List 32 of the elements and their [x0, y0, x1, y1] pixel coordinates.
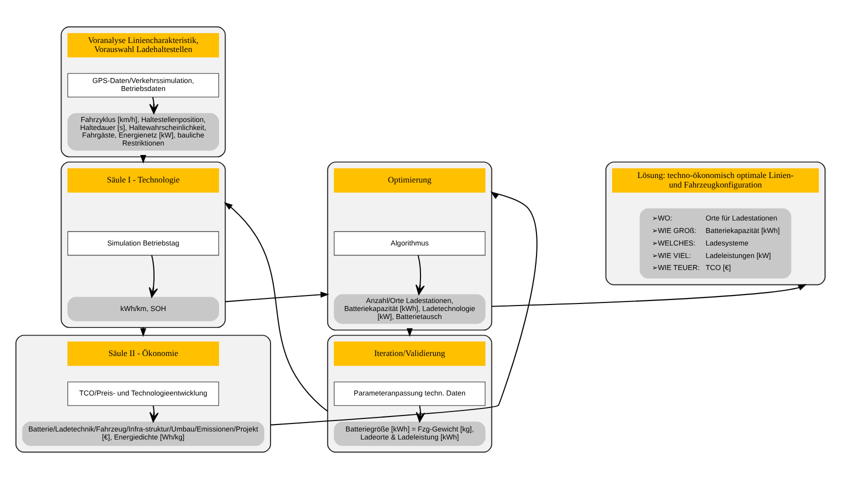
node-box: Optimierung	[334, 168, 486, 192]
cluster	[60, 161, 226, 328]
cluster	[60, 26, 226, 157]
node-box: Simulation Betriebstag	[67, 230, 220, 256]
node-box: Batterie/Ladetechnik/Fahrzeug/Infra-struktur/Umbau/Emissionen/Projekt [€], Energiedichte [Wh/kg]	[22, 421, 264, 446]
cluster	[327, 334, 492, 452]
node-box: GPS-Daten/Verkehrssimulation, Betriebsdaten	[67, 72, 220, 97]
node-box: Fahrzyklus [km/h], Haltestellenposition, Haltedauer [s], Haltewahrscheinlichkeit, Fahrgäste, Energienetz [kW], bauliche Restriktionen	[67, 112, 220, 150]
cluster	[15, 334, 272, 452]
arrow	[149, 404, 159, 422]
cluster	[327, 161, 492, 330]
node-box: ➢WO: Orte für Ladestationen ➢WIE GROß: Batteriekapazität [kWh] ➢WELCHES: Ladesysteme ➢WIE VIEL: Ladeleistungen [kW] ➢WIE TEUER: TCO [€]	[640, 208, 792, 278]
arrow	[148, 254, 158, 298]
arrow	[270, 190, 538, 425]
arrow	[149, 96, 159, 114]
node-box: Algorithmus	[334, 230, 486, 256]
node-box: Batteriegröße [kWh] = Fzg-Gewicht [kg], Ladeorte & Ladeleistung [kWh]	[334, 421, 486, 446]
cluster	[605, 161, 826, 285]
node-box: Voranalyse Liniencharakteristik, Vorauswahl Ladehaltestellen	[67, 32, 220, 57]
arrow	[492, 284, 807, 306]
node-box: Säule I - Technologie	[67, 168, 220, 192]
node-box: Iteration/Validierung	[334, 341, 486, 366]
arrow	[225, 291, 330, 302]
node-box: kWh/km, SOH	[67, 296, 220, 321]
node-box: TCO/Preis- und Technologieentwicklung	[67, 381, 220, 406]
node-box: Lösung: techno-ökonomisch optimale Linien- und Fahrzeugkonfiguration	[612, 168, 819, 192]
arrow	[415, 254, 425, 294]
node-box: Parameteranpassung techn. Daten	[334, 381, 486, 406]
node-box: Anzahl/Orte Ladestationen, Batteriekapazität [kWh], Ladetechnologie [kW], Batterietausch	[334, 294, 486, 324]
arrow	[416, 404, 426, 422]
node-box: Säule II - Ökonomie	[67, 341, 220, 366]
arrow	[224, 202, 328, 412]
